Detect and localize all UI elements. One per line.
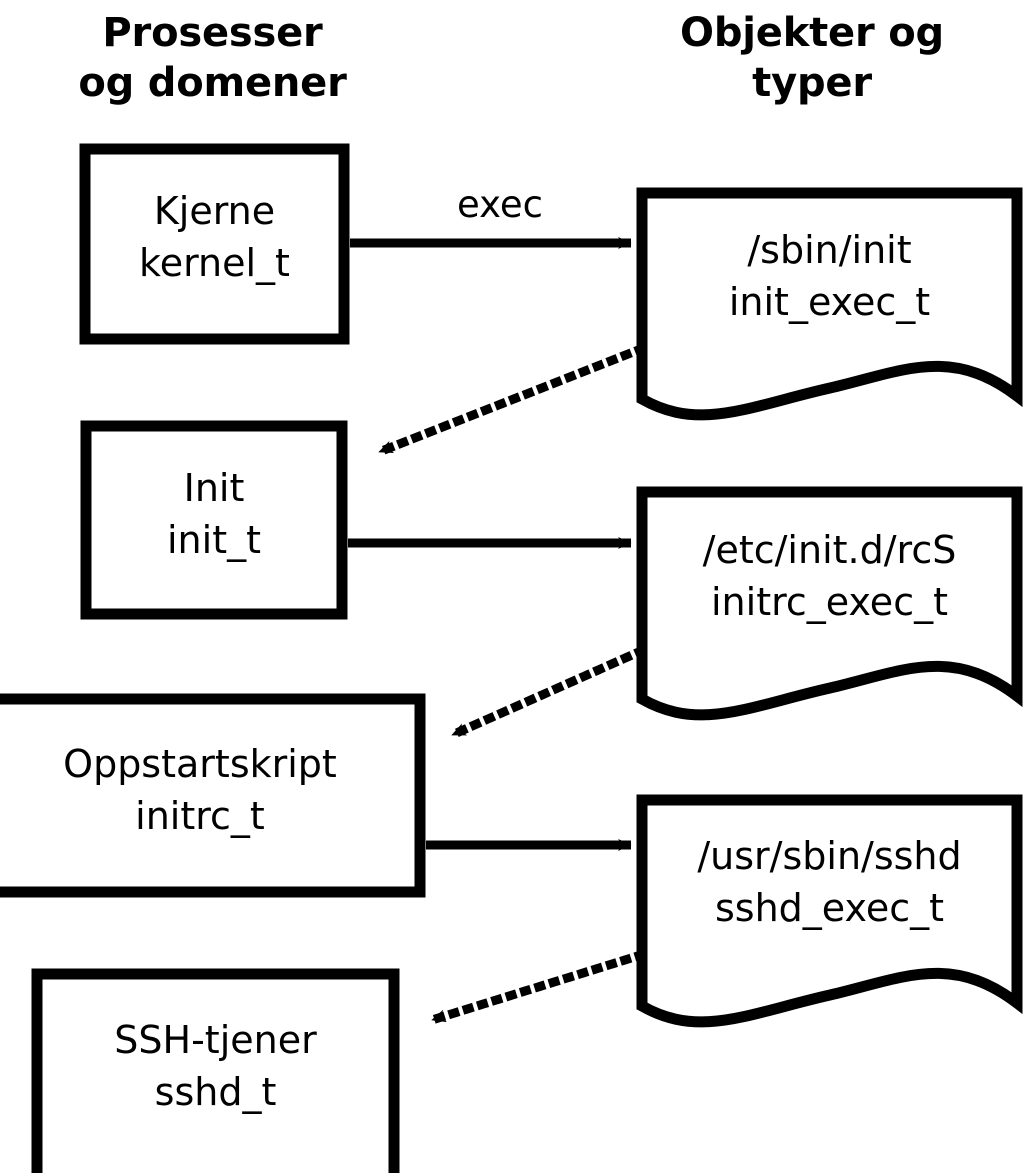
process-label-initrc: Oppstartskript initrc_t (0, 738, 420, 842)
process-box-initrc[interactable] (0, 693, 426, 898)
process-label-initrc-line1: Oppstartskript (63, 742, 337, 786)
object-label-initrc-exec-line2: initrc_exec_t (711, 580, 948, 624)
edge-sshd-exec-to-sshd (426, 949, 647, 1026)
column-header-processes-line1: Prosesser (102, 10, 323, 56)
process-label-init-line1: Init (183, 466, 245, 510)
process-label-kernel-line1: Kjerne (153, 189, 276, 233)
object-doc-initrc-exec[interactable] (636, 486, 1023, 721)
column-header-objects-line2: typer (752, 60, 872, 106)
process-label-sshd-line2: sshd_t (154, 1070, 277, 1114)
object-label-init-exec: /sbin/init init_exec_t (642, 224, 1017, 328)
object-doc-sshd-exec[interactable] (636, 794, 1023, 1028)
object-label-init-exec-line1: /sbin/init (747, 228, 912, 272)
process-label-initrc-line2: initrc_t (135, 794, 265, 838)
edge-init-exec-to-init (373, 343, 647, 458)
edge-initrc-exec-to-initrc (446, 645, 647, 741)
process-label-init: Init init_t (86, 462, 342, 566)
column-header-objects: Objekter og typer (600, 8, 1024, 108)
column-header-processes-line2: og domener (78, 60, 347, 106)
column-header-processes: Prosesser og domener (0, 8, 425, 108)
process-box-init[interactable] (80, 420, 348, 620)
object-label-initrc-exec-line1: /etc/init.d/rcS (702, 528, 957, 572)
column-header-objects-line1: Objekter og (680, 10, 944, 56)
object-doc-init-exec[interactable] (636, 187, 1023, 421)
process-box-sshd[interactable] (31, 968, 400, 1173)
process-label-kernel-line2: kernel_t (139, 241, 290, 285)
process-label-init-line2: init_t (167, 518, 261, 562)
object-label-init-exec-line2: init_exec_t (728, 280, 931, 324)
object-label-initrc-exec: /etc/init.d/rcS initrc_exec_t (642, 524, 1017, 628)
process-box-kernel[interactable] (79, 143, 350, 345)
process-label-sshd: SSH-tjener sshd_t (37, 1014, 394, 1118)
process-label-sshd-line1: SSH-tjener (114, 1018, 317, 1062)
object-label-sshd-exec: /usr/sbin/sshd sshd_exec_t (642, 830, 1017, 934)
object-label-sshd-exec-line2: sshd_exec_t (714, 886, 944, 930)
edge-label-exec: exec (457, 183, 543, 226)
object-label-sshd-exec-line1: /usr/sbin/sshd (697, 834, 962, 878)
process-label-kernel: Kjerne kernel_t (85, 185, 344, 289)
